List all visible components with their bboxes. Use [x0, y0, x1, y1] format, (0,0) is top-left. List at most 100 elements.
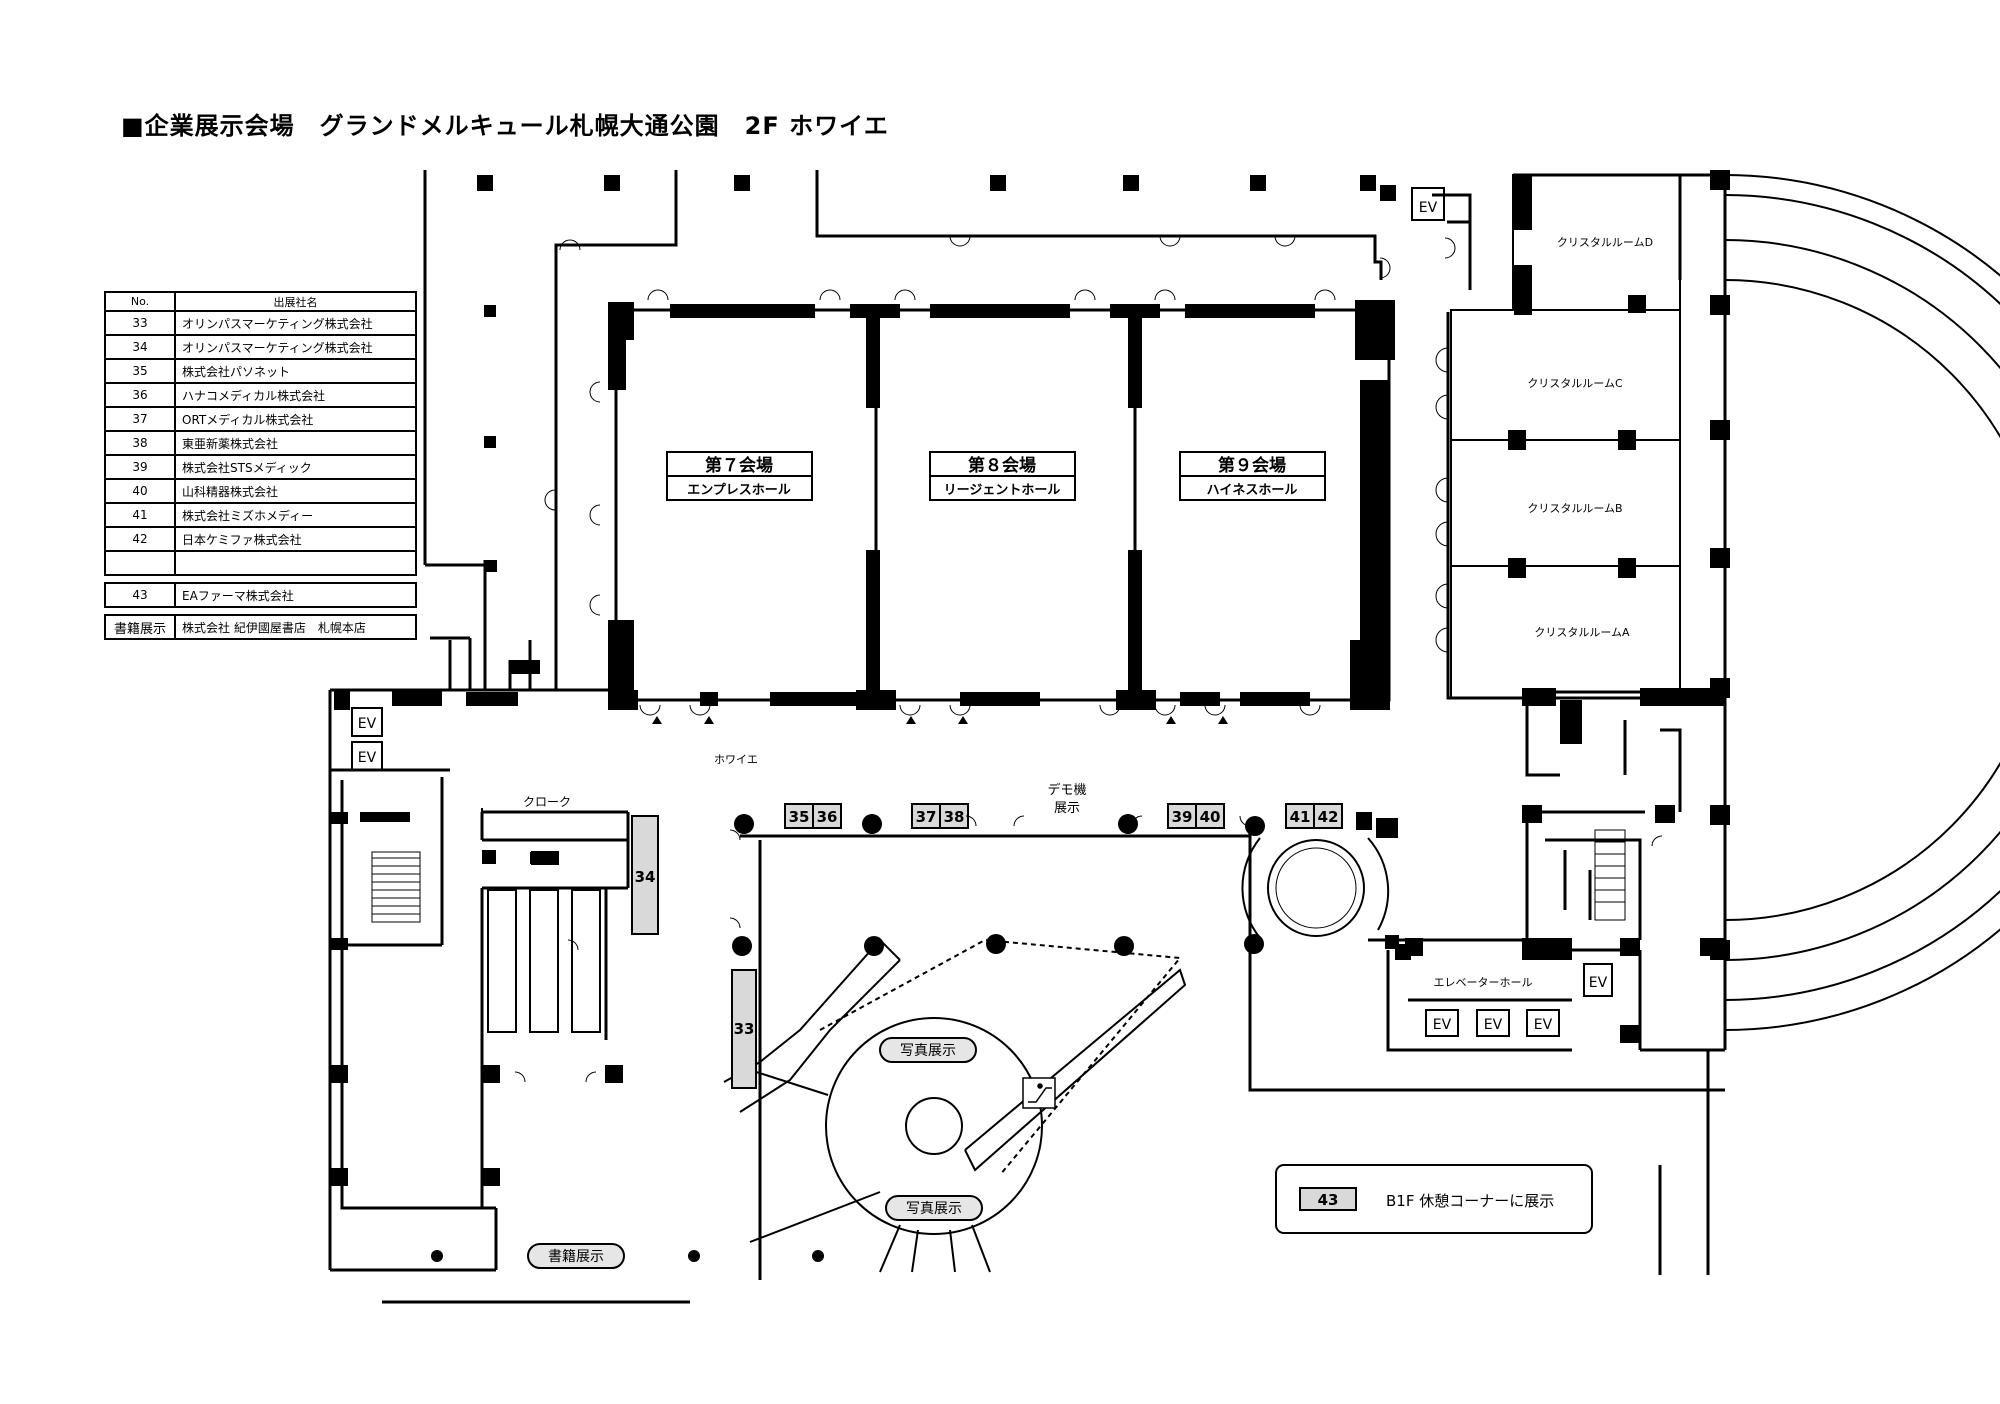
- booth-row-columns: [431, 812, 1411, 1262]
- row-no: 35: [104, 358, 176, 384]
- ev-box-top: [1411, 187, 1445, 221]
- booth-number: 41: [1290, 808, 1311, 826]
- hall-name: 第８会場: [968, 455, 1036, 476]
- booth-40: [1195, 803, 1225, 829]
- booth-36: [812, 803, 842, 829]
- demo-label: 展示: [1054, 801, 1080, 816]
- ev-label: EV: [358, 750, 377, 766]
- booth-34: [631, 815, 659, 935]
- row-name: 株式会社STSメディック: [174, 454, 417, 480]
- table-gap: [105, 606, 416, 616]
- row-name: 日本ケミファ株式会社: [174, 526, 417, 552]
- elevator-hall-label: エレベーターホール: [1434, 976, 1533, 989]
- b1f-note-box: 43 B1F 休憩コーナーに展示: [1275, 1164, 1593, 1234]
- crystal-columns: [1508, 170, 1730, 960]
- ev-box-right: [1526, 1009, 1560, 1037]
- round-atrium-inner: [1275, 847, 1357, 929]
- curved-facade-arc: [1724, 239, 2000, 961]
- table-header-row: No. 出展社名: [104, 291, 417, 312]
- room-label-crystal-c: クリスタルルームC: [1527, 377, 1623, 390]
- booth-number: 33: [734, 1020, 755, 1038]
- cloak-counter: [481, 808, 559, 865]
- photo-label: 写真展示: [900, 1043, 956, 1059]
- ev-box-right: [1583, 963, 1613, 997]
- row-no: 33: [104, 310, 176, 336]
- booth-41: [1285, 803, 1315, 829]
- booth-number: 42: [1318, 808, 1339, 826]
- hall-subname: ハイネスホール: [1207, 483, 1298, 498]
- left-block-columns: [330, 660, 623, 1186]
- foyer-label: ホワイエ: [714, 753, 758, 766]
- table-row: 書籍展示株式会社 紀伊國屋書店 札幌本店: [104, 614, 417, 640]
- radial-lines: [749, 1069, 991, 1273]
- page-title: ■企業展示会場 グランドメルキュール札幌大通公園 2F ホワイエ: [121, 112, 889, 140]
- booth-number: 34: [635, 868, 656, 886]
- ev-box-right: [1425, 1009, 1459, 1037]
- booth-number: 36: [817, 808, 838, 826]
- escalators: [487, 889, 601, 1033]
- book-label: 書籍展示: [548, 1248, 604, 1265]
- table-gap: [105, 574, 416, 584]
- ev-label: EV: [1484, 1017, 1503, 1033]
- booth-39: [1167, 803, 1197, 829]
- booth-number: 39: [1172, 808, 1193, 826]
- hall-walls: [614, 308, 1391, 702]
- door-swings: [514, 235, 1663, 1083]
- right-stairs: [1594, 829, 1626, 921]
- hall-label-boxes: [666, 451, 1326, 501]
- hall-subname: エンプレスホール: [687, 483, 791, 498]
- row-no: 38: [104, 430, 176, 456]
- atrium-wall: [1241, 837, 1261, 939]
- booth-number: 38: [944, 808, 965, 826]
- row-name: ハナコメディカル株式会社: [174, 382, 417, 408]
- atrium-wall: [1367, 837, 1390, 931]
- booth-row-walls: [740, 820, 1725, 1280]
- booth-33: [731, 969, 757, 1089]
- booth-boxes: [631, 803, 1343, 1089]
- b1f-booth-number: 43: [1318, 1191, 1339, 1209]
- escalator-central: [964, 968, 1187, 1172]
- table-header-no: No.: [104, 291, 176, 312]
- room-label-crystal-b: クリスタルルームB: [1527, 502, 1622, 515]
- table-header-name: 出展社名: [174, 291, 417, 312]
- ev-label: EV: [1433, 1017, 1452, 1033]
- row-no: 書籍展示: [104, 614, 176, 640]
- row-no: 40: [104, 478, 176, 504]
- booth-number: 40: [1200, 808, 1221, 826]
- booth-number: 37: [916, 808, 937, 826]
- curved-facade-arc: [1724, 174, 2000, 1031]
- curved-facade-arc: [1724, 194, 2000, 1001]
- curved-facade-arc: [1724, 279, 2000, 921]
- booth-42: [1313, 803, 1343, 829]
- row-no: 34: [104, 334, 176, 360]
- row-name: 株式会社パソネット: [174, 358, 417, 384]
- ev-box-right: [1476, 1009, 1510, 1037]
- row-name: オリンパスマーケティング株式会社: [174, 310, 417, 336]
- columns: [477, 175, 1396, 572]
- right-service-columns: [1385, 688, 1724, 1043]
- hall-name: 第７会場: [705, 455, 773, 476]
- row-name: 東亜新薬株式会社: [174, 430, 417, 456]
- row-no: 41: [104, 502, 176, 528]
- row-name: オリンパスマーケティング株式会社: [174, 334, 417, 360]
- photo-pill-lower: 写真展示: [885, 1195, 983, 1221]
- booth-37: [911, 803, 941, 829]
- row-name: 山科精器株式会社: [174, 478, 417, 504]
- photo-pill-upper: 写真展示: [879, 1037, 977, 1063]
- row-no: 39: [104, 454, 176, 480]
- row-no: 42: [104, 526, 176, 552]
- photo-label: 写真展示: [906, 1201, 962, 1217]
- escalator-icon: [1022, 1077, 1056, 1109]
- stair-left: [371, 851, 421, 923]
- hall-subname: リージェントホール: [944, 483, 1061, 498]
- central-atrium-core: [905, 1097, 963, 1155]
- entrance-markers: [652, 716, 1228, 724]
